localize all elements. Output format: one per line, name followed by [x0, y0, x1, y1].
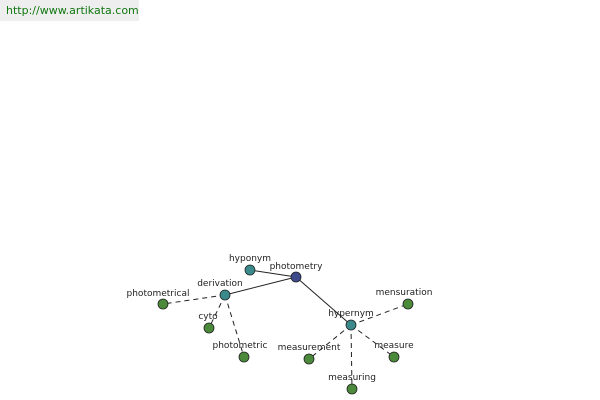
node-photometric-dot[interactable]: [238, 351, 250, 363]
node-derivation-dot[interactable]: [219, 289, 231, 301]
node-hyponym[interactable]: hyponym: [229, 254, 271, 276]
node-derivation-label: derivation: [197, 279, 243, 289]
node-mensuration-dot[interactable]: [402, 298, 414, 310]
node-hyponym-label: hyponym: [229, 254, 271, 264]
node-cyto-dot[interactable]: [203, 322, 215, 334]
edge-photometry-derivation: [224, 276, 297, 296]
node-hypernym-dot[interactable]: [345, 319, 357, 331]
edge-derivation-photometrical: [162, 294, 226, 305]
edge-derivation-cyto: [208, 294, 226, 329]
node-hypernym-label: hypernym: [328, 309, 374, 319]
node-cyto-label: cyto: [198, 312, 218, 322]
node-cyto[interactable]: cyto: [198, 312, 218, 334]
node-derivation[interactable]: derivation: [197, 279, 243, 301]
edge-derivation-photometric: [224, 294, 245, 358]
node-mensuration[interactable]: mensuration: [376, 288, 433, 310]
node-photometrical-label: photometrical: [127, 289, 190, 299]
node-mensuration-label: mensuration: [376, 288, 433, 298]
edge-hypernym-mensuration: [350, 303, 409, 326]
edge-photometry-hypernym: [295, 276, 352, 326]
node-photometric[interactable]: photometric: [213, 341, 268, 363]
edge-hypernym-measurement: [308, 324, 352, 360]
site-url-link[interactable]: http://www.artikata.com: [0, 0, 139, 21]
node-measure-label: measure: [374, 341, 414, 351]
node-photometry-label: photometry: [270, 262, 323, 272]
node-measuring-dot[interactable]: [346, 383, 358, 395]
edge-hypernym-measuring: [350, 324, 353, 390]
node-photometry[interactable]: photometry: [270, 262, 323, 283]
node-measure-dot[interactable]: [388, 351, 400, 363]
node-photometrical[interactable]: photometrical: [127, 289, 190, 310]
node-photometry-dot[interactable]: [290, 271, 302, 283]
node-photometrical-dot[interactable]: [157, 298, 169, 310]
node-measuring-label: measuring: [328, 373, 376, 383]
node-hyponym-dot[interactable]: [244, 264, 256, 276]
node-measure[interactable]: measure: [374, 341, 414, 363]
node-measurement-dot[interactable]: [303, 353, 315, 365]
edges-layer: [162, 269, 409, 390]
node-hypernym[interactable]: hypernym: [328, 309, 374, 331]
node-measuring[interactable]: measuring: [328, 373, 376, 395]
node-photometric-label: photometric: [213, 341, 268, 351]
edge-photometry-hyponym: [249, 269, 297, 278]
node-measurement[interactable]: measurement: [278, 343, 341, 365]
node-measurement-label: measurement: [278, 343, 341, 353]
